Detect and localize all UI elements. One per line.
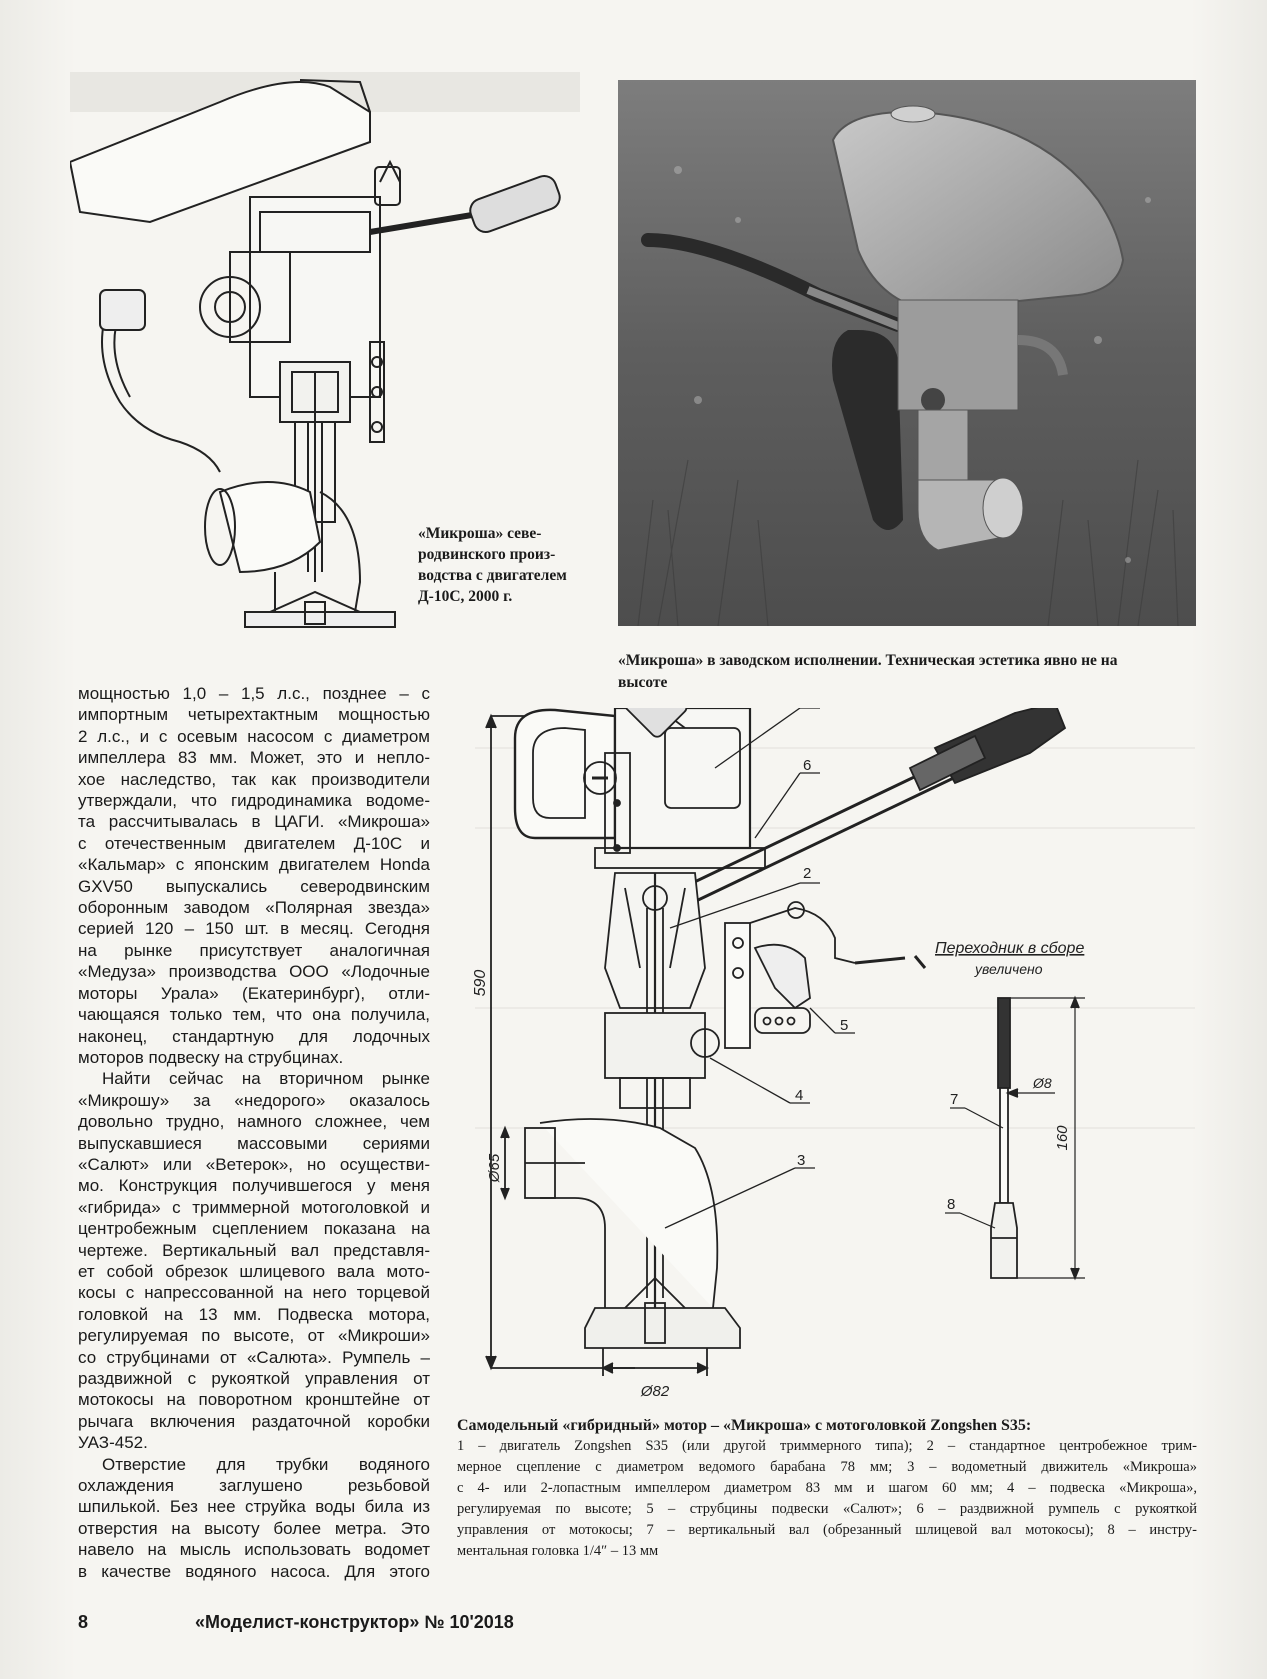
motor-drawing-left xyxy=(68,72,610,672)
body-line: охлаждения заглушено резьбовой xyxy=(78,1476,430,1496)
motor-photo xyxy=(618,80,1196,626)
caption-line: высоте xyxy=(618,674,668,691)
caption-line: с 4- или 2-лопастным импеллером диаметро… xyxy=(457,1480,1197,1496)
body-line: моторов подвеску на струбцинах. xyxy=(78,1047,344,1067)
article-body-text: мощностью 1,0 – 1,5 л.с., позднее – с им… xyxy=(78,683,430,1582)
body-line: утверждали, что гидродинамика водоме- xyxy=(78,791,430,811)
body-line: импеллера 83 мм. Может, это и непло- xyxy=(78,748,430,768)
body-line: мощностью 1,0 – 1,5 л.с., позднее – с xyxy=(78,684,430,703)
body-line: со струбцинами от «Салюта». Румпель – xyxy=(78,1347,430,1367)
callout-6: 6 xyxy=(803,757,811,774)
callout-2: 2 xyxy=(803,865,811,882)
body-line: мотокосы на поворотном кронштейне от xyxy=(78,1390,430,1410)
body-line: та рассчитывалась в ЦАГИ. «Микроша» xyxy=(78,812,430,832)
caption-left-drawing: «Микроша» севе- родвинского произ- водст… xyxy=(418,523,600,607)
caption-line: родвинского произ- xyxy=(418,546,556,563)
callout-8: 8 xyxy=(947,1196,955,1213)
caption-photo: «Микроша» в заводском исполнении. Технич… xyxy=(618,650,1196,694)
body-line: отверстия на высоту более метра. Это xyxy=(78,1518,430,1538)
caption-line: мерное сцепление с диаметром ведомого ба… xyxy=(457,1459,1197,1475)
body-line: выпускавшиеся массовыми сериями xyxy=(78,1133,430,1153)
body-line: 2 л.с., и с осевым насосом с диаметром xyxy=(78,726,430,746)
body-line: УАЗ-452. xyxy=(78,1433,148,1453)
body-line: регулируемая по высоте, от «Микроши» xyxy=(78,1326,430,1346)
body-line: центробежным сцеплением показана на xyxy=(78,1219,430,1239)
body-line: шпилькой. Без нее струйка воды била из xyxy=(78,1497,430,1517)
figure-caption-main: Самодельный «гибридный» мотор – «Микроша… xyxy=(457,1415,1197,1562)
body-line: довольно трудно, намного сложнее, чем xyxy=(78,1112,430,1132)
dim-590-label: 590 xyxy=(472,970,489,997)
body-line: с отечественным двигателем Д-10С и xyxy=(78,833,430,853)
body-line: раздвижной с рукояткой управления от xyxy=(78,1369,430,1388)
body-line: косы с напрессованной на него торцевой xyxy=(78,1283,430,1303)
callout-4: 4 xyxy=(795,1087,803,1104)
caption-line: регулируемая по высоте; 5 – струбцины по… xyxy=(457,1501,1197,1517)
page-number: 8 xyxy=(78,1612,89,1632)
body-line: навело на мысль использовать водомет xyxy=(78,1540,430,1560)
caption-line: водства с двигателем xyxy=(418,567,567,584)
page-footer: 8 «Моделист-конструктор» № 10'2018 xyxy=(78,1612,514,1633)
body-line: «Салют» или «Ветерок», но осуществи- xyxy=(78,1154,430,1174)
body-line: оборонным заводом «Полярная звезда» xyxy=(78,898,430,918)
body-line: «гибрида» с триммерной мотоголовкой и xyxy=(78,1197,430,1217)
body-line: Отверстие для трубки водяного xyxy=(102,1454,430,1474)
journal-title: «Моделист-конструктор» № 10'2018 xyxy=(195,1612,514,1632)
body-line: Найти сейчас на вторичном рынке xyxy=(102,1069,430,1089)
caption-line: ментальная головка 1/4″ – 13 мм xyxy=(457,1543,659,1559)
body-line: импортным четырехтактным мощностью xyxy=(78,705,430,725)
body-line: чающаяся только тем, что она получила, xyxy=(78,1005,430,1025)
hybrid-motor-drawing: 590 xyxy=(455,673,1215,1408)
body-line: мо. Конструкция получившегося у меня xyxy=(78,1176,430,1196)
body-line: хое наследство, так как производители xyxy=(78,769,430,789)
body-line: чертеже. Вертикальный вал представля- xyxy=(78,1240,430,1260)
caption-line: «Микроша» в заводском исполнении. Технич… xyxy=(618,652,1118,669)
body-line: наконец, стандартную для лодочных xyxy=(78,1026,430,1046)
caption-line: управления от мотокосы; 7 – вертикальный… xyxy=(457,1522,1197,1538)
caption-line: 1 – двигатель Zongshen S35 (или другой т… xyxy=(457,1438,1197,1454)
callout-3: 3 xyxy=(797,1152,805,1169)
caption-line: Д-10С, 2000 г. xyxy=(418,588,513,605)
body-line: рычага включения раздаточной коробки xyxy=(78,1411,430,1431)
dim-65-label: Ø65 xyxy=(486,1153,503,1183)
inset-title: Переходник в сборе xyxy=(935,940,1084,957)
callout-7: 7 xyxy=(950,1091,958,1108)
body-line: GXV50 выпускались северодвинским xyxy=(78,876,430,896)
inset-subtitle: увеличено xyxy=(974,961,1043,977)
dim-8-label: Ø8 xyxy=(1032,1075,1052,1091)
caption-title: Самодельный «гибридный» мотор – «Микроша… xyxy=(457,1417,1032,1434)
dim-82-label: Ø82 xyxy=(640,1383,670,1400)
body-line: моторы Урала» (Екатеринбург), отли- xyxy=(78,983,430,1003)
body-line: ет собой обрезок шлицевого вала мото- xyxy=(78,1261,430,1281)
body-line: на рынке присутствует аналогичная xyxy=(78,940,430,960)
body-line: головкой на 13 мм. Подвеска мотора, xyxy=(78,1304,430,1324)
body-line: «Медуза» производства ООО «Лодочные xyxy=(78,962,430,982)
caption-line: «Микроша» севе- xyxy=(418,525,542,542)
body-line: «Кальмар» с японским двигателем Honda xyxy=(78,855,430,875)
callout-1: 1 xyxy=(803,708,811,710)
dim-160-label: 160 xyxy=(1054,1125,1071,1151)
callout-5: 5 xyxy=(840,1017,848,1034)
body-line: серией 120 – 150 шт. в месяц. Сегодня xyxy=(78,919,430,939)
body-line: «Микрошу» за «недорого» оказалось xyxy=(78,1090,430,1110)
body-line: в качестве водяного насоса. Для этого xyxy=(78,1561,430,1581)
